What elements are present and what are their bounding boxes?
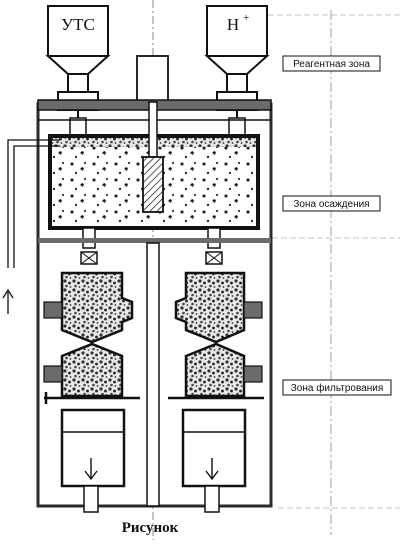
stirrer-body [142, 156, 164, 213]
left-outlet-arrow-down-icon [84, 458, 98, 481]
inlet-arrow-up-icon [2, 288, 14, 314]
motor-housing [136, 55, 169, 103]
left-collection-tank [60, 408, 126, 513]
right-discharge-pipe [205, 227, 223, 265]
zone-label-filtration: Зона фильтрования [291, 382, 384, 394]
zone-box-reagent [282, 55, 381, 72]
inlet-pipe-inner [13, 145, 60, 268]
right-outlet-arrow-down-icon [205, 458, 219, 481]
figure-caption: Рисунок [122, 520, 179, 536]
left-discharge-pipe [80, 227, 98, 265]
left-hopper [45, 5, 111, 137]
hopper-label-left: УТС [61, 15, 95, 34]
right-collection-tank [181, 408, 247, 513]
partition-plate [38, 238, 271, 243]
right-filter [168, 271, 264, 400]
hopper-label-right: H [227, 15, 239, 34]
zone-box-sedimentation [282, 195, 381, 212]
inlet-pipe [7, 139, 60, 268]
zone-label-reagent: Реагентная зона [293, 59, 370, 70]
left-filter [43, 271, 140, 404]
zone-box-filtration [282, 379, 392, 396]
zone-label-sedimentation: Зона осаждения [293, 199, 369, 210]
hopper-label-right-sup: + [243, 12, 249, 24]
stirrer-shaft [148, 101, 158, 158]
central-column [146, 242, 160, 507]
